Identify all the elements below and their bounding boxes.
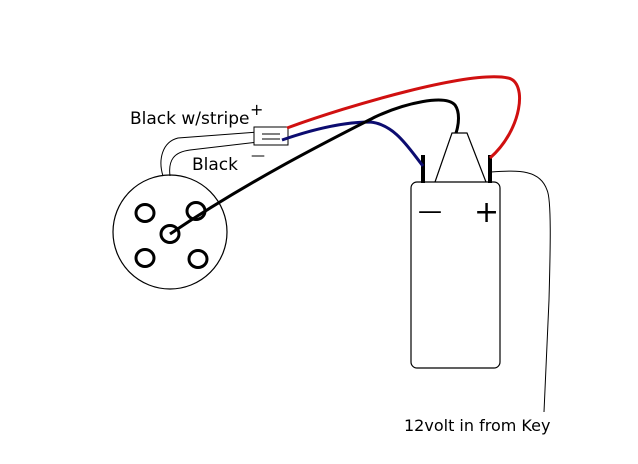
power-feed-wire — [490, 170, 551, 413]
cap-terminal-bottom-left — [134, 248, 156, 268]
cap-terminal-top-left — [134, 203, 156, 223]
black-coil-wire — [169, 98, 460, 236]
label-plus-small: + — [250, 100, 263, 119]
distributor-cap-outline — [112, 174, 228, 290]
cap-terminal-bottom-right — [187, 249, 209, 269]
pickup-wire-outer — [160, 131, 259, 177]
connector — [253, 126, 289, 146]
label-coil-plus: + — [474, 195, 499, 230]
pickup-wire-inner — [169, 141, 259, 177]
cap-terminal-center — [159, 224, 181, 244]
blue-wire — [281, 120, 425, 167]
label-black-w-stripe: Black w/stripe — [130, 109, 250, 129]
coil-tower — [434, 132, 487, 183]
label-minus-small: — — [251, 148, 265, 164]
red-wire — [286, 75, 522, 160]
distributor-cap — [112, 174, 228, 290]
coil-body — [410, 181, 501, 369]
label-12volt-from-key: 12volt in from Key — [404, 416, 550, 435]
ignition-coil — [410, 132, 501, 369]
connector-body — [253, 126, 289, 146]
label-black: Black — [192, 155, 238, 175]
label-coil-minus: — — [418, 197, 442, 225]
